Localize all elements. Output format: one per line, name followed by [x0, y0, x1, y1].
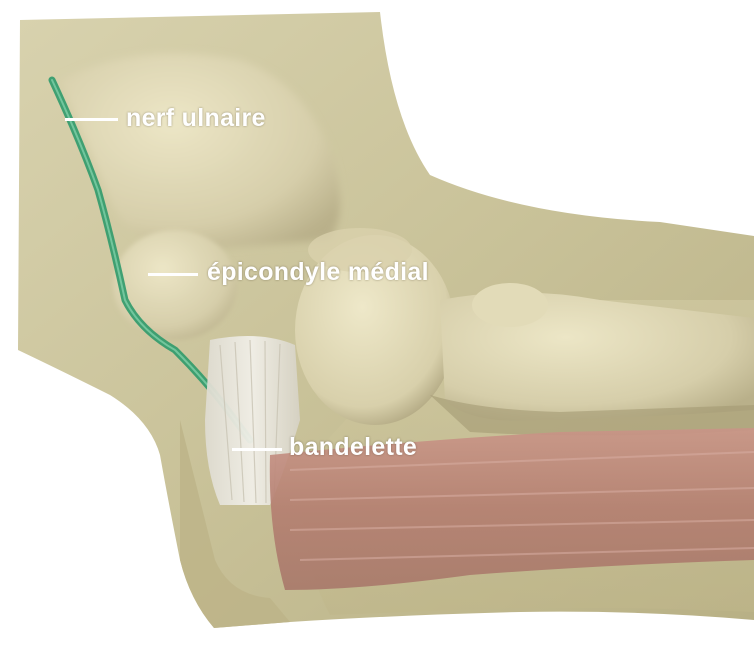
ulnar-nerve-label: nerf ulnaire: [126, 106, 266, 131]
radial-head: [472, 283, 548, 327]
ligament-band-label: bandelette: [289, 435, 417, 460]
medial-epicondyle-label: épicondyle médial: [207, 260, 429, 285]
ulnar-nerve-leader-line: [65, 118, 118, 121]
medial-epicondyle-leader-line: [148, 273, 198, 276]
ligament-band-leader-line: [232, 448, 282, 451]
